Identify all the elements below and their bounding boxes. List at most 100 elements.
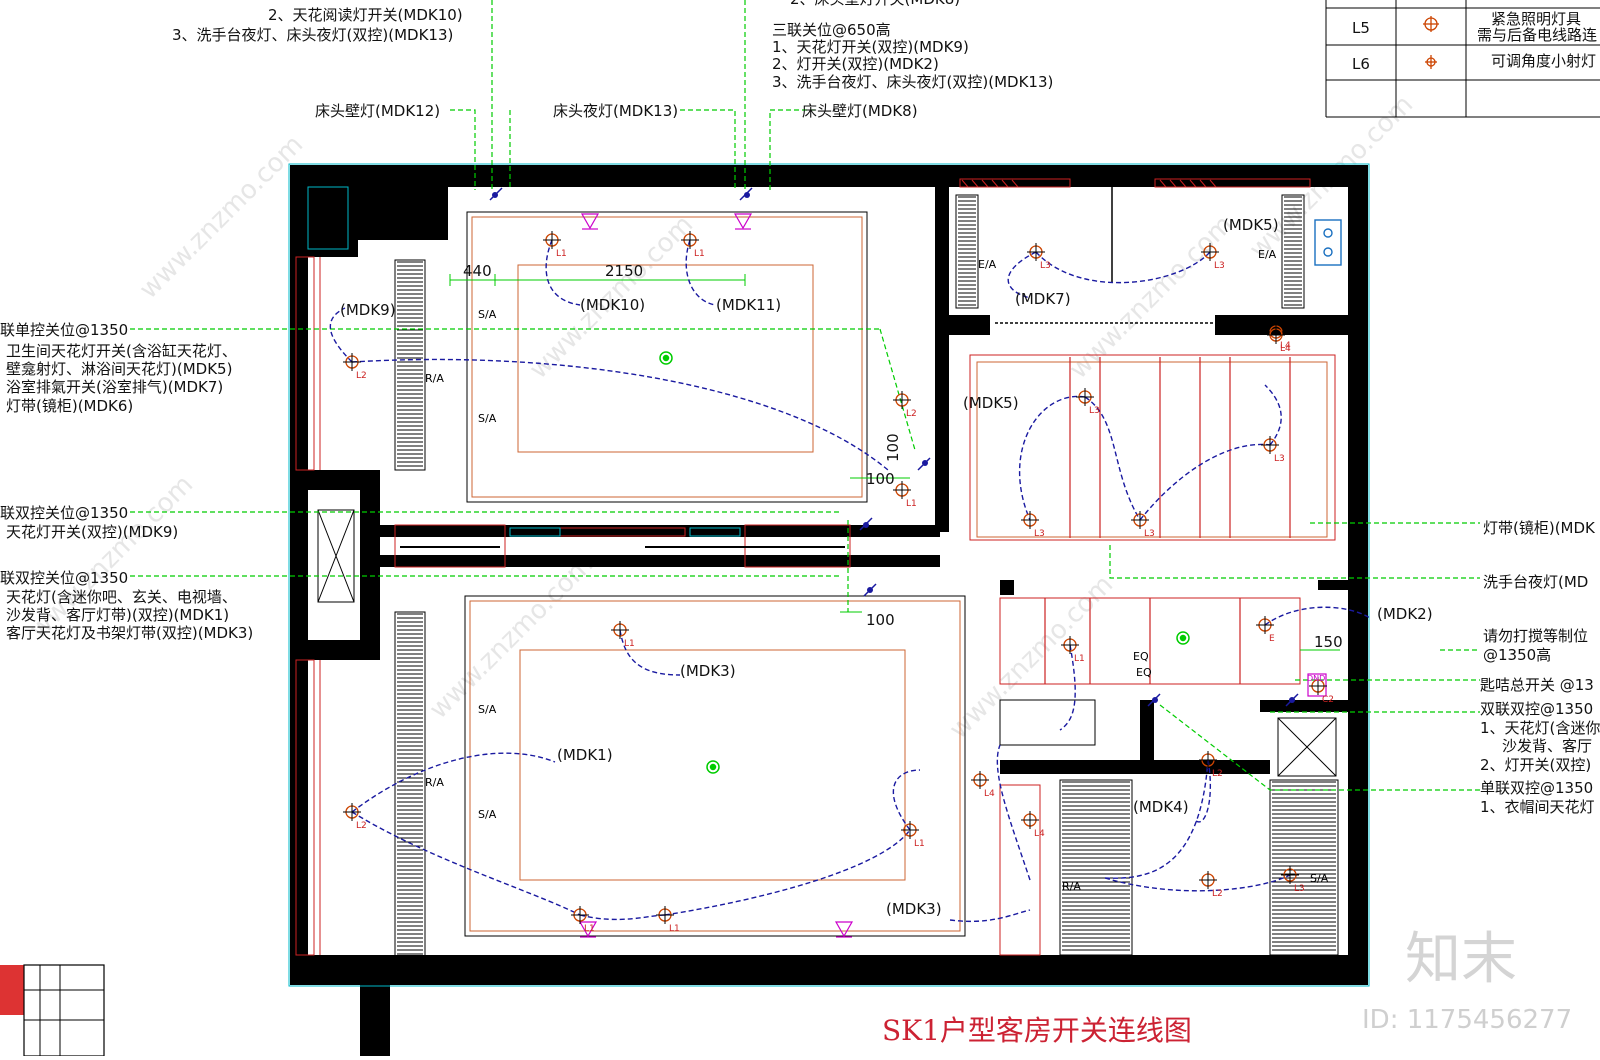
curtain-hatch	[397, 196, 1336, 955]
light-fixture-icon: L1	[681, 231, 705, 259]
legend-table	[1325, 0, 1600, 118]
circuit-tag: (MDK3)	[680, 662, 736, 680]
top-notes: 2、床头壁灯开关(MDK8) 三联关位@650高 1、天花灯开关(双控)(MDK…	[315, 0, 1053, 120]
fixture-code: L4	[1034, 829, 1045, 839]
fixture-code: L2	[1212, 769, 1223, 779]
light-fixture-icon: L1	[656, 906, 680, 934]
note-text: 匙咭总开关 @13	[1480, 676, 1594, 694]
emergency-light-icon	[1423, 16, 1439, 32]
legend-row: L5 紧急照明灯具 需与后备电线路连	[1352, 10, 1597, 44]
note-text: 2、床头壁灯开关(MDK8)	[790, 0, 960, 8]
legend-desc: 需与后备电线路连	[1477, 26, 1597, 44]
fixture-code: L2	[906, 409, 917, 419]
fixture-code: L1	[914, 839, 925, 849]
note-text: 床头夜灯(MDK13)	[553, 102, 678, 120]
light-fixture-icon: L4	[971, 771, 995, 799]
smoke-detector-icon	[659, 351, 1190, 774]
note-text: 2、灯开关(双控)(MDK2)	[772, 55, 939, 73]
fixture-code: L2	[1212, 889, 1223, 899]
diffuser-mark: E/A	[1258, 248, 1277, 261]
fixture-code: L1	[556, 249, 567, 259]
fixture-code: L1	[624, 639, 635, 649]
left-notes: 2、天花阅读灯开关(MDK10) 3、洗手台夜灯、床头夜灯(双控)(MDK13)…	[0, 6, 463, 642]
legend-desc: 可调角度小射灯	[1491, 52, 1596, 70]
note-text: 1、天花灯开关(双控)(MDK9)	[772, 38, 969, 56]
note-text: 灯带(镜柜)(MDK6)	[6, 397, 133, 415]
note-text: 2、天花阅读灯开关(MDK10)	[268, 6, 463, 24]
note-text: @1350高	[1483, 646, 1551, 664]
note-text: 客厅天花灯及书架灯带(双控)(MDK3)	[6, 624, 253, 642]
fixture-code: L3	[1144, 529, 1155, 539]
note-text: 联双控关位@1350	[0, 569, 128, 587]
circuit-tag: (MDK5)	[1223, 216, 1279, 234]
outlet-icons	[1314, 219, 1342, 266]
fixture-code: L1	[1074, 654, 1085, 664]
light-fixture-icon: C2	[1309, 677, 1334, 705]
circuit-tags: (MDK9) (MDK10) (MDK11) (MDK5) (MDK7) (MD…	[340, 216, 1433, 918]
key-plan	[0, 964, 105, 1057]
diffuser-mark: S/A	[478, 808, 497, 821]
fixture-code: C2	[1322, 695, 1334, 705]
note-text: 请勿打搅等制位	[1483, 627, 1588, 645]
circuit-tag: (MDK9)	[340, 301, 396, 319]
light-fixture-icon: E	[1256, 616, 1275, 644]
note-text: 三联关位@650高	[772, 21, 891, 39]
dimension-lines	[449, 274, 1340, 651]
dnd-mark: DND	[1307, 674, 1325, 683]
window-hatch	[961, 179, 1217, 188]
note-text: 单联双控@1350	[1480, 779, 1593, 797]
dimension-label: 100	[866, 611, 895, 629]
brand-logo: 知末	[1405, 927, 1517, 992]
light-fixture-icon: L3	[1076, 388, 1100, 416]
diffuser-mark: S/A	[478, 308, 497, 321]
circuit-arcs	[329, 239, 1371, 923]
legend-code: L6	[1352, 55, 1370, 73]
wardrobe-dividers	[1044, 357, 1291, 684]
circuit-tag: (MDK3)	[886, 900, 942, 918]
light-fixture-icon: L1	[901, 821, 925, 849]
note-text: 卫生间天花灯开关(含浴缸天花灯、	[6, 342, 237, 360]
light-fixture-icon: L2	[893, 391, 917, 419]
note-text: 双联双控@1350	[1480, 700, 1593, 718]
note-text: 浴室排氣开关(浴室排气)(MDK7)	[6, 378, 223, 396]
fixture-code: E	[1269, 634, 1275, 644]
light-fixture-icon: L3	[1201, 243, 1225, 271]
note-text: 联双控关位@1350	[0, 504, 128, 522]
note-text: 联单控关位@1350	[0, 321, 128, 339]
light-fixture-icon: L3	[1131, 511, 1155, 539]
adjustable-spot-icon	[1425, 55, 1437, 69]
circuit-tag: (MDK1)	[557, 746, 613, 764]
fixture-code: L1	[694, 249, 705, 259]
note-text: 天花灯开关(双控)(MDK9)	[6, 523, 178, 541]
fixture-code: L3	[1089, 406, 1100, 416]
note-text: 天花灯(含迷你吧、玄关、电视墙、	[6, 588, 237, 606]
note-text: 灯带(镜柜)(MDK	[1483, 519, 1596, 537]
light-fixture-icon: L1	[571, 906, 595, 934]
note-text: 洗手台夜灯(MD	[1483, 573, 1588, 591]
circuit-tag: (MDK2)	[1377, 605, 1433, 623]
note-text: 沙发背、客厅	[1502, 737, 1592, 755]
note-text: 3、洗手台夜灯、床头夜灯(双控)(MDK13)	[772, 73, 1053, 91]
diffuser-mark: R/A	[425, 776, 444, 789]
fixture-code: L2	[356, 371, 367, 381]
corridor-glass	[509, 527, 741, 537]
fixture-code: L4	[984, 789, 995, 799]
diffuser-mark: R/A	[425, 372, 444, 385]
circuit-tag: (MDK4)	[1133, 798, 1189, 816]
note-text: 床头壁灯(MDK12)	[315, 102, 440, 120]
walls	[290, 165, 1368, 1056]
dimension-label: 2150	[605, 262, 643, 280]
fixture-code: L3	[1294, 884, 1305, 894]
diffuser-mark: E/A	[978, 258, 997, 271]
watermark-text: www.znzmo.com	[1064, 210, 1239, 385]
light-fixture-icon: L2	[343, 803, 367, 831]
circuit-tag: (MDK7)	[1015, 290, 1071, 308]
light-fixture-icon: L1	[543, 231, 567, 259]
circuit-tag: (MDK5)	[963, 394, 1019, 412]
drawing-id: ID: 1175456277	[1362, 1005, 1572, 1035]
fixture-code: L1	[669, 924, 680, 934]
light-fixture-icon: L4	[1021, 811, 1045, 839]
